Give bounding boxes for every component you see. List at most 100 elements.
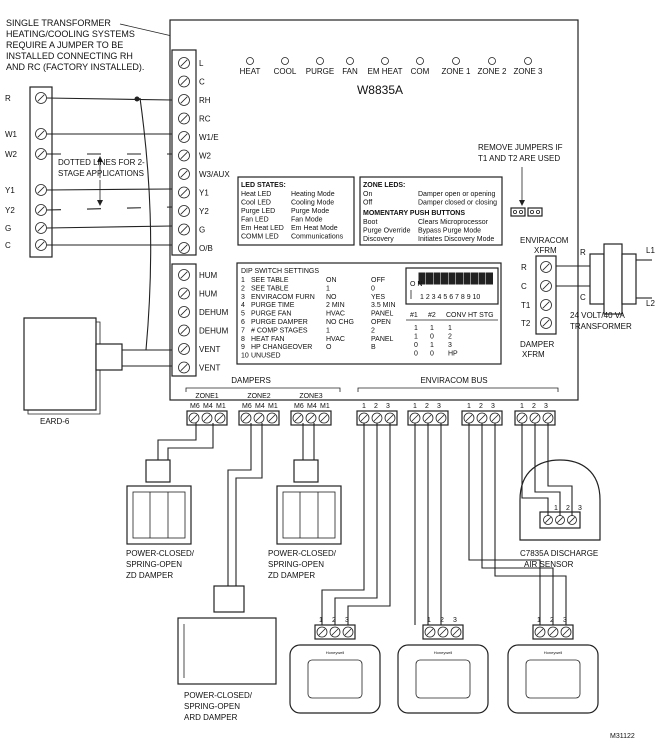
dip-on-label: O N bbox=[410, 281, 422, 288]
led-label: COM bbox=[411, 67, 430, 76]
dip-off-value: YES bbox=[371, 294, 385, 301]
thermostat-screen bbox=[415, 659, 471, 699]
led-label: PURGE bbox=[306, 67, 334, 76]
bus-wire bbox=[481, 423, 554, 625]
screw-terminal bbox=[35, 128, 47, 140]
dip-number: 8 bbox=[241, 336, 245, 343]
sensor-pin-label: 1 bbox=[554, 505, 558, 512]
conv-cell: 1 bbox=[448, 325, 452, 332]
panel-terminal-label: RH bbox=[199, 96, 211, 105]
xfrm-terminal-label: C bbox=[521, 282, 527, 291]
screw-slot bbox=[557, 517, 563, 523]
screw-slot bbox=[37, 94, 45, 102]
screw-slot bbox=[180, 151, 188, 160]
thermostat-pin-label: 3 bbox=[345, 617, 349, 624]
bus-pin-label: 1 bbox=[413, 403, 417, 410]
bus-pin-label: 3 bbox=[386, 403, 390, 410]
dip-setting: SEE TABLE bbox=[251, 285, 289, 292]
thermostat-brand: Honeywell bbox=[544, 650, 563, 655]
dip-number: 5 bbox=[241, 311, 245, 318]
panel-terminal-label: G bbox=[199, 226, 205, 235]
bus-pin-label: 2 bbox=[374, 403, 378, 410]
screw-terminal bbox=[437, 626, 449, 638]
panel-title: W8835A bbox=[357, 83, 403, 97]
xfrm-terminal-label: R bbox=[521, 263, 527, 272]
panel-terminal-label: W2 bbox=[199, 152, 212, 161]
damper-xfrm-label: DAMPER bbox=[520, 340, 554, 349]
led-state-mode: Communications bbox=[291, 234, 344, 241]
screw-slot bbox=[180, 77, 188, 86]
dotted-lines-note: DOTTED LINES FOR 2- bbox=[58, 158, 145, 167]
hvac-terminal-label: W1 bbox=[5, 130, 18, 139]
screw-slot bbox=[180, 244, 188, 252]
panel-terminal-label: W3/AUX bbox=[199, 170, 230, 179]
screw-terminal bbox=[178, 168, 190, 180]
remove-jumpers-note: T1 AND T2 ARE USED bbox=[478, 154, 560, 163]
screw-slot bbox=[549, 628, 557, 636]
transformer-label: 24 VOLT/40 VA bbox=[570, 311, 626, 320]
screw-slot bbox=[542, 301, 550, 309]
led-state-mode: Purge Mode bbox=[291, 208, 329, 215]
screw-slot bbox=[562, 628, 570, 636]
led-label: FAN bbox=[342, 67, 358, 76]
screw-terminal bbox=[178, 94, 190, 106]
screw-terminal bbox=[178, 131, 190, 143]
screw-slot bbox=[544, 414, 552, 422]
hvac-terminal-label: Y2 bbox=[5, 206, 15, 215]
panel-terminal-label: HUM bbox=[199, 271, 218, 280]
led-state-mode: Cooling Mode bbox=[291, 200, 334, 207]
zone-led-state: Off bbox=[363, 200, 372, 207]
bus-pin-label: 3 bbox=[544, 403, 548, 410]
led-indicator bbox=[246, 57, 254, 65]
screw-slot bbox=[37, 130, 45, 138]
screw-slot bbox=[439, 628, 447, 636]
screw-terminal bbox=[178, 57, 190, 69]
thermostat-screen bbox=[307, 659, 363, 699]
screw-slot bbox=[180, 345, 188, 353]
xfrm-c-label: C bbox=[580, 293, 586, 302]
dip-switch-block bbox=[433, 272, 441, 285]
bus-wire bbox=[347, 423, 391, 625]
dip-setting: PURGE DAMPER bbox=[251, 319, 308, 326]
dip-switch-block bbox=[486, 272, 493, 285]
screw-terminal bbox=[305, 412, 317, 424]
screw-terminal bbox=[178, 149, 190, 162]
screw-slot bbox=[536, 628, 544, 636]
transformer-note-line: AND RC (FACTORY INSTALLED). bbox=[6, 62, 144, 72]
screw-terminal bbox=[292, 412, 304, 424]
screw-slot bbox=[180, 363, 188, 372]
thermostat-body bbox=[397, 644, 489, 714]
push-buttons-title: MOMENTARY PUSH BUTTONS bbox=[363, 210, 465, 217]
zone-leds-box bbox=[359, 176, 503, 246]
led-indicator bbox=[316, 57, 324, 65]
sensor-pin-label: 2 bbox=[566, 505, 570, 512]
bus-wire bbox=[321, 423, 365, 625]
dip-switch-block bbox=[456, 272, 463, 285]
screw-terminal bbox=[329, 626, 341, 638]
thermostat-pin-label: 2 bbox=[332, 617, 336, 624]
screw-terminal bbox=[178, 186, 190, 199]
thermostat-pin-label: 1 bbox=[537, 617, 541, 624]
push-button-action: Bypass Purge Mode bbox=[418, 228, 481, 235]
thermostat-pin-label: 1 bbox=[427, 617, 431, 624]
damper-pin-label: M4 bbox=[307, 403, 317, 410]
dip-number: 7 bbox=[241, 327, 245, 334]
conv-cell: 1 bbox=[414, 334, 418, 341]
bus-pin-label: 2 bbox=[479, 403, 483, 410]
enviracom-xfrm-label: ENVIRACOM bbox=[520, 236, 569, 245]
dip-switch-numbers: 1 2 3 4 5 6 7 8 9 10 bbox=[420, 294, 480, 301]
conv-cell: 0 bbox=[430, 351, 434, 358]
screw-slot bbox=[542, 319, 550, 327]
push-button-action: Initiates Discovery Mode bbox=[418, 236, 494, 243]
thermostat-pin-label: 1 bbox=[319, 617, 323, 624]
push-button-action: Clears Microprocessor bbox=[418, 219, 489, 226]
dip-on-value: ON bbox=[326, 277, 337, 284]
dip-switch-block bbox=[478, 272, 486, 285]
bus-pin-label: 2 bbox=[532, 403, 536, 410]
eard-6-device bbox=[23, 317, 123, 415]
hvac-terminal-label: G bbox=[5, 224, 11, 233]
screw-slot bbox=[180, 59, 188, 67]
dip-off-value: OPEN bbox=[371, 319, 391, 326]
